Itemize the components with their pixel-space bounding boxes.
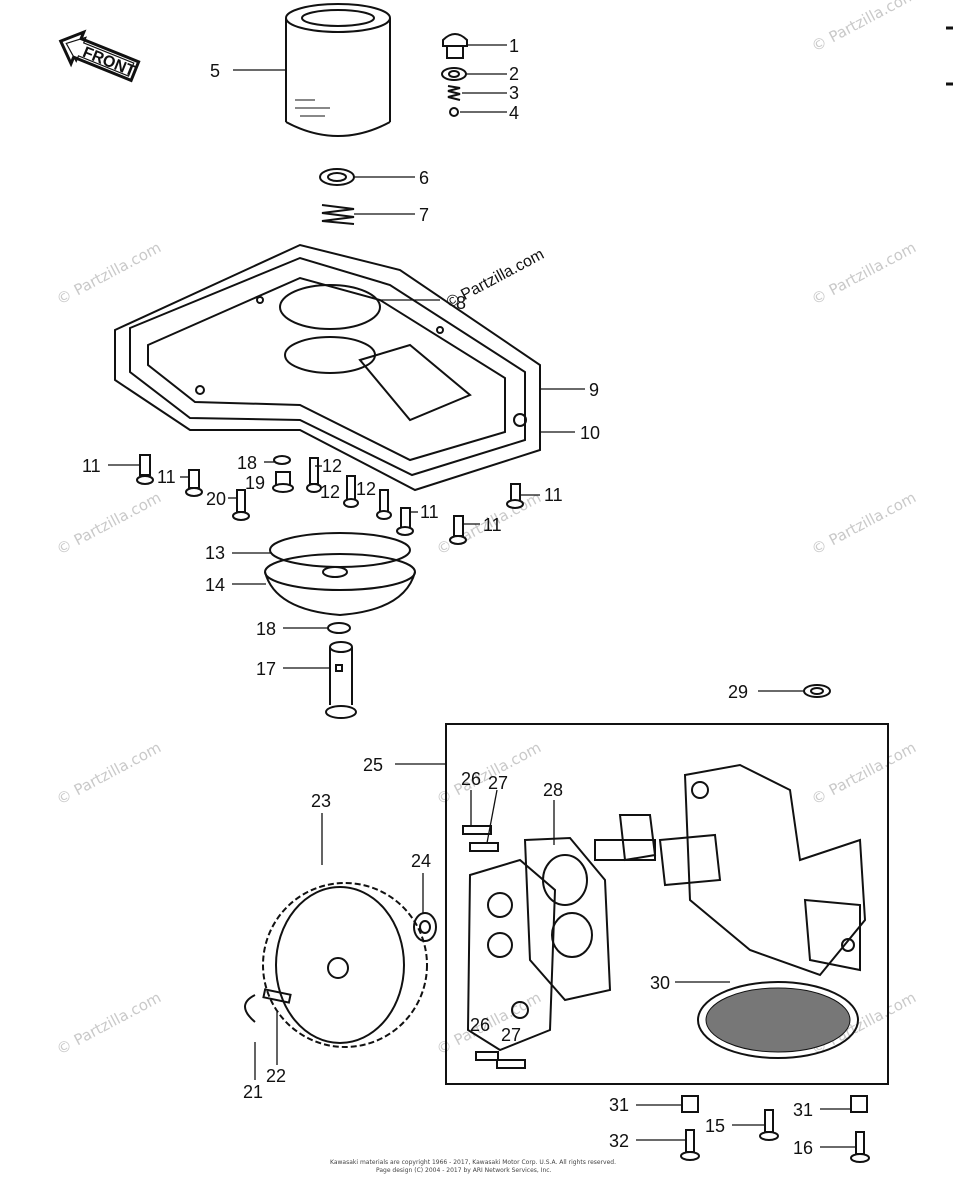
watermark: © Partzilla.com [808, 488, 919, 558]
callout-4: 4 [509, 103, 519, 123]
watermark: © Partzilla.com [53, 238, 164, 308]
bypass-spring [447, 85, 461, 101]
seal-29 [803, 684, 831, 698]
callout-31: 31 [793, 1100, 813, 1120]
pump-gear [262, 882, 428, 1048]
callout-16: 16 [793, 1138, 813, 1158]
oil-filter [285, 3, 391, 137]
callout-26: 26 [461, 769, 481, 789]
callout-19: 19 [245, 473, 265, 493]
callout-23: 23 [311, 791, 331, 811]
callout-8: 8 [456, 293, 466, 313]
watermark: © Partzilla.com [53, 738, 164, 808]
oil-pipe-17 [325, 641, 357, 719]
callout-27: 27 [501, 1025, 521, 1045]
pan-bolts [136, 454, 524, 545]
callout-29: 29 [728, 682, 748, 702]
callout-7: 7 [419, 205, 429, 225]
callout-14: 14 [205, 575, 225, 595]
washer-24 [413, 912, 437, 942]
pump-screws [462, 825, 526, 1069]
watermark: © Partzilla.com [808, 238, 919, 308]
copyright-line-1: Kawasaki materials are copyright 1966 - … [330, 1159, 616, 1166]
callout-11: 11 [420, 502, 439, 522]
o-ring-6 [319, 168, 355, 186]
pump-cover [466, 858, 557, 1052]
callout-10: 10 [580, 423, 600, 443]
callout-11: 11 [157, 467, 176, 487]
strainer-screen [264, 532, 416, 617]
circlip-21 [244, 994, 256, 1023]
callout-9: 9 [589, 380, 599, 400]
callout-24: 24 [411, 851, 431, 871]
callout-11: 11 [483, 515, 502, 535]
callout-25: 25 [363, 755, 383, 775]
bypass-washer [441, 67, 467, 81]
callout-11: 11 [82, 456, 101, 476]
callout-28: 28 [543, 780, 563, 800]
callout-6: 6 [419, 168, 429, 188]
copyright-line-2: Page design (C) 2004 - 2017 by ARI Netwo… [376, 1167, 552, 1174]
watermark: © Partzilla.com [53, 988, 164, 1058]
front-arrow-icon: FRONT [58, 29, 141, 83]
pump-body [683, 763, 867, 977]
watermark: © Partzilla.com [53, 488, 164, 558]
callout-17: 17 [256, 659, 276, 679]
callout-1: 1 [509, 36, 519, 56]
watermark: © Partzilla.com [808, 0, 919, 56]
callout-32: 32 [609, 1131, 629, 1151]
callout-11: 11 [544, 485, 563, 505]
o-ring-18 [327, 622, 351, 634]
leader-lines [108, 44, 856, 1148]
lower-hardware [680, 1095, 870, 1163]
callout-21: 21 [243, 1082, 263, 1102]
callout-12: 12 [356, 479, 376, 499]
callout-30: 30 [650, 973, 670, 993]
callout-18: 18 [237, 453, 257, 473]
watermark: © Partzilla.com [808, 738, 919, 808]
spring-7 [321, 204, 355, 225]
oil-pump-assembly-box [445, 723, 889, 1085]
pump-strainer-30 [697, 981, 859, 1059]
callout-2: 2 [509, 64, 519, 84]
oil-pan-assembly [114, 243, 541, 492]
callout-13: 13 [205, 543, 225, 563]
callout-27: 27 [488, 773, 508, 793]
callout-12: 12 [320, 482, 340, 502]
callout-5: 5 [210, 61, 220, 81]
pin-22 [262, 988, 292, 1004]
callout-22: 22 [266, 1066, 286, 1086]
pump-rotor [594, 814, 722, 887]
bypass-bolt [442, 33, 468, 59]
callouts: 1 2 3 4 5 6 7 8 9 10 11 11 18 19 20 12 1… [82, 36, 813, 1158]
callout-31: 31 [609, 1095, 629, 1115]
callout-18: 18 [256, 619, 276, 639]
pump-gasket-28 [523, 836, 612, 1002]
callout-20: 20 [206, 489, 226, 509]
callout-3: 3 [509, 83, 519, 103]
callout-12: 12 [322, 456, 342, 476]
bypass-ball [449, 107, 459, 117]
callout-15: 15 [705, 1116, 725, 1136]
callout-26: 26 [470, 1015, 490, 1035]
